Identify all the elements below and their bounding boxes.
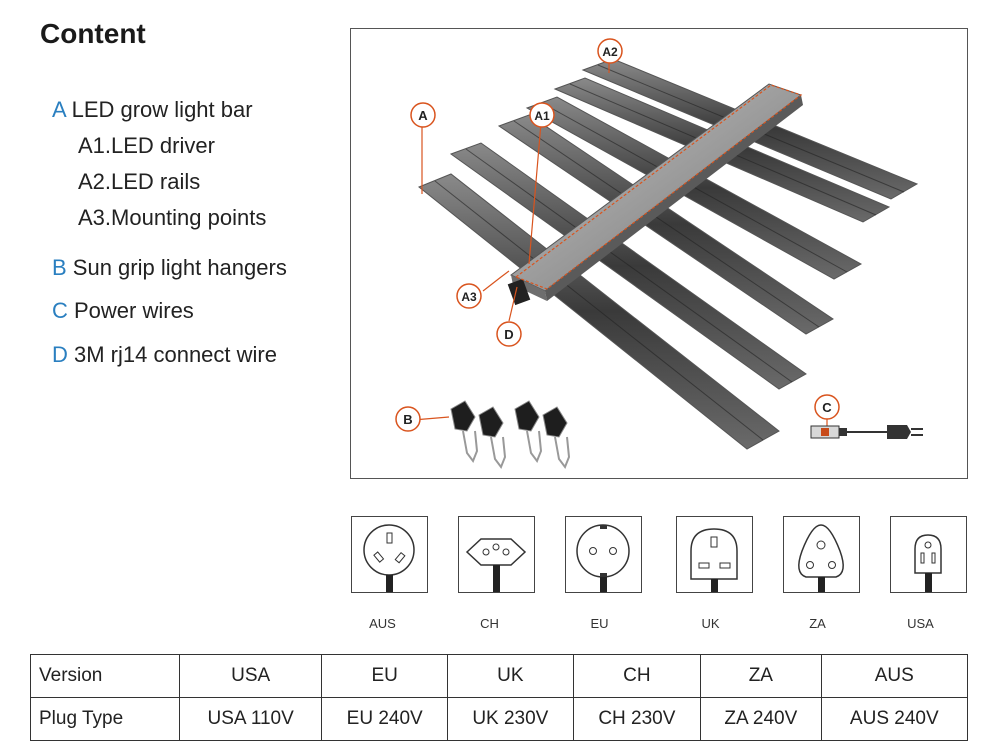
svg-text:A: A — [418, 108, 428, 123]
power-wire — [810, 425, 923, 439]
list-text: Sun grip light hangers — [66, 255, 287, 280]
list-item-a3: A3.Mounting points — [78, 200, 266, 236]
table-row: Version USA EU UK CH ZA AUS — [30, 654, 969, 698]
callout-c: C — [814, 394, 840, 420]
product-photo: A A1 A2 A3 D B — [350, 28, 968, 479]
svg-text:C: C — [822, 400, 832, 415]
list-item-b: B Sun grip light hangers — [52, 250, 287, 286]
table-cell: ZA 240V — [700, 697, 822, 741]
list-letter: B — [52, 255, 67, 280]
table-row: Plug Type USA 110V EU 240V UK 230V CH 23… — [30, 697, 969, 741]
grow-light-illustration: A A1 A2 A3 D B — [395, 38, 923, 470]
page-title: Content — [40, 18, 146, 49]
list-text: A3.Mounting points — [78, 205, 267, 230]
table-cell: USA — [178, 654, 323, 698]
list-item-a2: A2.LED rails — [78, 164, 200, 200]
plug-label: USA — [907, 616, 934, 631]
table-cell: AUS — [820, 654, 969, 698]
list-item-a: A LED grow light bar — [52, 92, 253, 128]
list-letter: C — [52, 298, 68, 323]
list-text: LED grow light bar — [65, 97, 253, 122]
plug-ch-icon — [458, 516, 535, 593]
svg-text:D: D — [504, 327, 513, 342]
plug-label: UK — [701, 616, 720, 631]
table-cell: EU 240V — [321, 697, 448, 741]
table-cell: ZA — [700, 654, 822, 698]
plug-label: EU — [590, 616, 609, 631]
callout-a3: A3 — [456, 283, 482, 309]
svg-text:A1: A1 — [534, 109, 550, 123]
table-cell: Plug Type — [30, 697, 180, 741]
plug-label: ZA — [809, 616, 826, 631]
table-cell: UK 230V — [447, 697, 574, 741]
callout-b: B — [395, 406, 421, 432]
callout-a1: A1 — [529, 102, 555, 128]
svg-text:A2: A2 — [602, 45, 618, 59]
list-text: 3M rj14 connect wire — [67, 342, 277, 367]
plug-uk-icon — [676, 516, 753, 593]
callout-a2: A2 — [597, 38, 623, 64]
list-item-c: C Power wires — [52, 293, 194, 329]
callout-a: A — [410, 102, 436, 128]
table-cell: USA 110V — [178, 697, 323, 741]
list-text: A2.LED rails — [78, 169, 201, 194]
plug-label: CH — [480, 616, 499, 631]
callout-d: D — [496, 321, 522, 347]
plug-usa-icon — [890, 516, 967, 593]
plug-label: AUS — [369, 616, 396, 631]
table-cell: Version — [30, 654, 180, 698]
light-hangers — [450, 400, 571, 470]
list-item-d: D 3M rj14 connect wire — [52, 337, 277, 373]
plug-aus-icon — [351, 516, 428, 593]
table-cell: CH 230V — [572, 697, 702, 741]
list-letter: D — [52, 342, 68, 367]
plug-eu-icon — [565, 516, 642, 593]
led-driver — [507, 83, 803, 306]
table-cell: EU — [321, 654, 448, 698]
list-letter: A — [52, 97, 66, 122]
plug-spec-table: Version USA EU UK CH ZA AUS Plug Type US… — [30, 654, 969, 741]
table-cell: AUS 240V — [820, 697, 969, 741]
list-item-a1: A1.LED driver — [78, 128, 215, 164]
table-cell: UK — [447, 654, 574, 698]
svg-text:B: B — [403, 412, 412, 427]
list-text: Power wires — [67, 298, 194, 323]
plug-za-icon — [783, 516, 860, 593]
led-rails — [418, 58, 919, 450]
table-cell: CH — [572, 654, 702, 698]
list-text: A1.LED driver — [78, 133, 215, 158]
svg-text:A3: A3 — [461, 290, 477, 304]
